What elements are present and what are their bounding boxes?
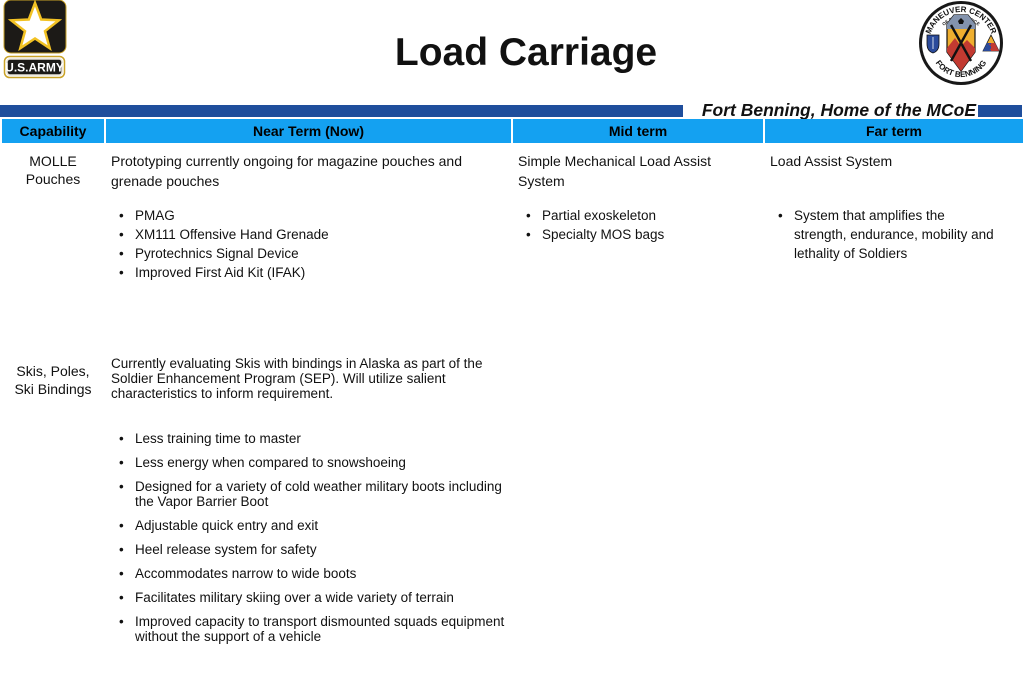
- mcoe-badge-icon: MANEUVER CENTER OF EXCELLENCE FORT BENNI…: [919, 1, 1003, 85]
- bullet-item: Partial exoskeleton: [518, 206, 763, 225]
- divider-bar-left: [0, 105, 683, 117]
- near-term-cell-molle: Prototyping currently ongoing for magazi…: [106, 145, 511, 352]
- us-army-logo-icon: U.S.ARMY: [3, 0, 67, 79]
- bullet-item: Specialty MOS bags: [518, 225, 763, 244]
- bullet-item: Pyrotechnics Signal Device: [111, 244, 511, 263]
- column-header-mid-term: Mid term: [513, 119, 763, 143]
- page-title: Load Carriage: [394, 31, 658, 74]
- bullet-item: Adjustable quick entry and exit: [111, 518, 511, 533]
- capability-label-molle-pouches: MOLLE Pouches: [25, 153, 81, 187]
- bullet-list: PMAGXM111 Offensive Hand GrenadePyrotech…: [106, 206, 511, 282]
- bullet-item: Designed for a variety of cold weather m…: [111, 479, 511, 509]
- far-term-cell-molle: Load Assist System System that amplifies…: [765, 145, 1023, 352]
- divider-bar-right: [978, 105, 1022, 117]
- bullet-item: Heel release system for safety: [111, 542, 511, 557]
- army-logo-text: U.S.ARMY: [5, 61, 64, 75]
- cell-intro: Currently evaluating Skis with bindings …: [111, 356, 483, 401]
- cell-intro: Load Assist System: [770, 153, 893, 169]
- bullet-list: Partial exoskeletonSpecialty MOS bags: [513, 206, 763, 244]
- far-term-cell-skis: [765, 354, 1023, 653]
- badge-armor-patch-icon: [982, 34, 1000, 52]
- bullet-list: System that amplifies the strength, endu…: [765, 206, 1023, 263]
- mid-term-cell-molle: Simple Mechanical Load Assist System Par…: [513, 145, 763, 352]
- bullet-list: Less training time to masterLess energy …: [106, 431, 511, 644]
- badge-infantry-patch-icon: [926, 34, 940, 54]
- column-header-capability: Capability: [2, 119, 104, 143]
- bullet-item: Improved capacity to transport dismounte…: [111, 614, 511, 644]
- bullet-item: PMAG: [111, 206, 511, 225]
- badge-shield-icon: [946, 14, 976, 73]
- bullet-item: Facilitates military skiing over a wide …: [111, 590, 511, 605]
- cell-intro: Prototyping currently ongoing for magazi…: [111, 153, 462, 189]
- bullet-item: System that amplifies the strength, endu…: [770, 206, 999, 263]
- mid-term-cell-skis: [513, 354, 763, 653]
- column-header-near-term: Near Term (Now): [106, 119, 511, 143]
- column-header-far-term: Far term: [765, 119, 1023, 143]
- capability-label-skis: Skis, Poles, Ski Bindings: [14, 363, 92, 397]
- bullet-item: Less training time to master: [111, 431, 511, 446]
- tagline: Fort Benning, Home of the MCoE: [701, 100, 976, 120]
- bullet-item: XM111 Offensive Hand Grenade: [111, 225, 511, 244]
- capability-table: Capability Near Term (Now) Mid term Far …: [2, 119, 1023, 653]
- bullet-item: Accommodates narrow to wide boots: [111, 566, 511, 581]
- near-term-cell-skis: Currently evaluating Skis with bindings …: [106, 354, 511, 653]
- bullet-item: Less energy when compared to snowshoeing: [111, 455, 511, 470]
- army-star-icon: [7, 0, 63, 52]
- cell-intro: Simple Mechanical Load Assist System: [518, 153, 711, 189]
- bullet-item: Improved First Aid Kit (IFAK): [111, 263, 511, 282]
